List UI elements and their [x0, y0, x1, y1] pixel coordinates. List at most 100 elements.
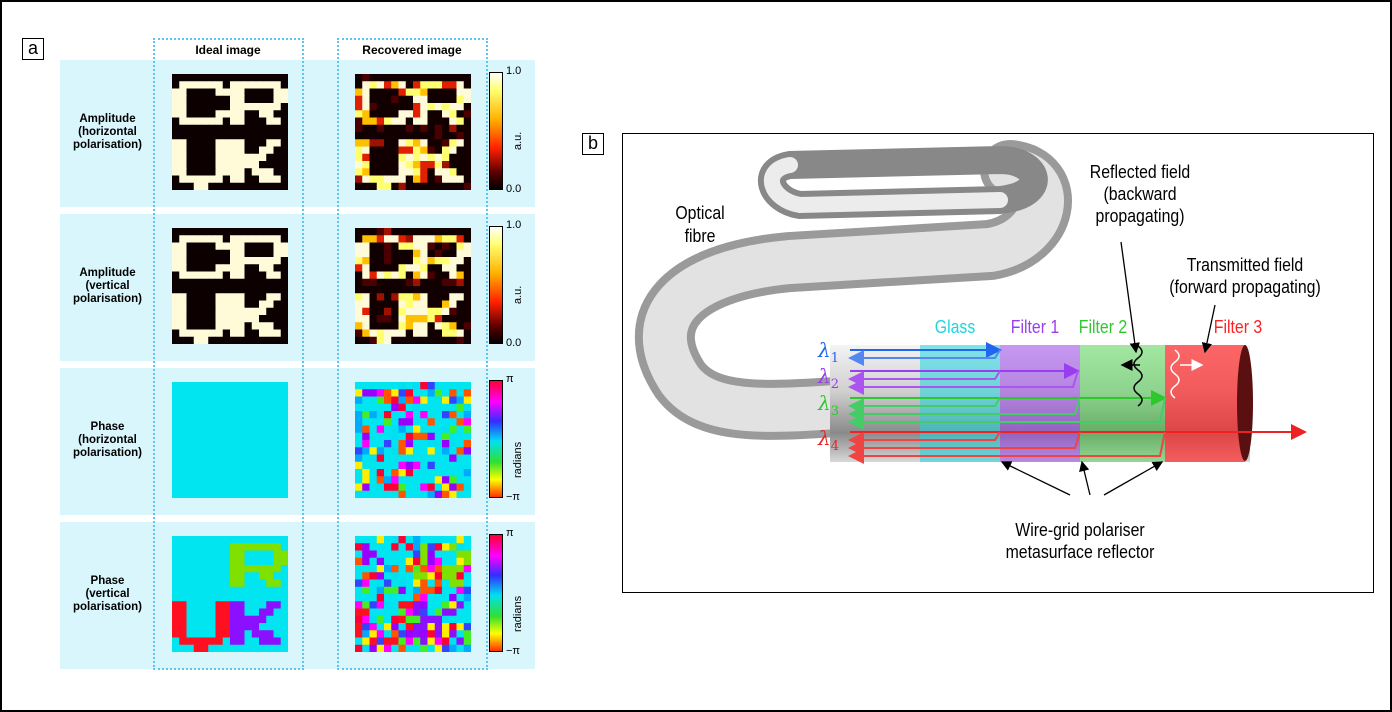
row-label-line: (horizontal [78, 126, 137, 138]
image-pixel [201, 139, 209, 147]
image-pixel [413, 139, 421, 147]
image-pixel [442, 403, 450, 412]
image-pixel [384, 307, 392, 316]
image-pixel [179, 615, 187, 624]
lambda-index: 1 [830, 351, 839, 366]
image-pixel [362, 601, 370, 609]
image-pixel [384, 536, 392, 544]
panel-a-label: a [22, 38, 44, 60]
image-pixel [442, 264, 450, 272]
image-pixel [215, 175, 224, 184]
image-pixel [413, 168, 421, 176]
image-pixel [230, 550, 238, 559]
image-pixel [222, 623, 231, 631]
image-pixel [398, 579, 407, 588]
image-pixel [244, 300, 253, 309]
image-pixel [230, 630, 238, 638]
image-pixel [280, 644, 288, 652]
image-pixel [259, 124, 267, 133]
image-pixel [186, 278, 195, 287]
image-pixel [266, 557, 274, 566]
annotation-leaders [1000, 241, 1216, 496]
image-pixel [413, 271, 421, 280]
image-pixel [413, 95, 421, 104]
image-pixel [369, 447, 378, 455]
image-pixel [186, 235, 195, 243]
image-pixel [179, 579, 187, 588]
image-pixel [251, 476, 260, 484]
image-pixel [266, 608, 274, 617]
image-pixel [193, 396, 202, 405]
image-pixel [237, 117, 245, 126]
image-pixel [434, 271, 443, 280]
image-pixel [391, 228, 399, 236]
image-pixel [391, 389, 399, 397]
image-pixel [355, 146, 363, 155]
image-pixel [230, 257, 238, 265]
image-pixel [420, 117, 428, 126]
image-pixel [208, 168, 216, 176]
image-pixel [427, 264, 436, 272]
image-pixel [222, 403, 231, 412]
image-pixel [179, 286, 187, 294]
image-pixel [442, 146, 450, 155]
image-pixel [201, 490, 209, 498]
image-pixel [405, 182, 414, 190]
image-pixel [384, 432, 392, 441]
image-pixel [391, 557, 399, 566]
image-pixel [186, 418, 195, 426]
ideal-image [172, 228, 288, 344]
image-pixel [266, 103, 274, 111]
image-pixel [222, 278, 231, 287]
image-pixel [391, 168, 399, 176]
image-pixel [405, 630, 414, 638]
image-pixel [186, 637, 195, 646]
image-pixel [442, 110, 450, 118]
image-pixel [456, 300, 465, 309]
image-pixel [259, 300, 267, 309]
image-pixel [427, 418, 436, 426]
image-pixel [463, 536, 471, 544]
image-pixel [362, 315, 370, 323]
image-pixel [391, 153, 399, 162]
image-pixel [463, 286, 471, 294]
image-pixel [434, 440, 443, 448]
image-pixel [266, 382, 274, 390]
image-pixel [434, 637, 443, 646]
wavelength-label-2: λ2 [818, 364, 839, 392]
image-pixel [186, 432, 195, 441]
image-pixel [391, 432, 399, 441]
image-pixel [273, 483, 282, 492]
image-pixel [463, 249, 471, 258]
image-pixel [222, 175, 231, 184]
image-pixel [405, 483, 414, 492]
image-pixel [280, 623, 288, 631]
image-pixel [237, 315, 245, 323]
image-pixel [230, 565, 238, 573]
image-pixel [362, 278, 370, 287]
image-pixel [456, 168, 465, 176]
image-pixel [391, 235, 399, 243]
image-pixel [405, 637, 414, 646]
colorbar [489, 380, 503, 498]
image-pixel [251, 454, 260, 463]
image-pixel [215, 336, 224, 344]
image-pixel [398, 322, 407, 330]
image-pixel [222, 432, 231, 441]
image-pixel [186, 315, 195, 323]
image-pixel [376, 550, 385, 559]
image-pixel [391, 543, 399, 551]
image-pixel [420, 307, 428, 316]
image-pixel [201, 300, 209, 309]
image-pixel [434, 461, 443, 470]
image-pixel [413, 132, 421, 140]
image-pixel [420, 630, 428, 638]
image-pixel [442, 278, 450, 287]
image-pixel [237, 322, 245, 330]
image-pixel [376, 483, 385, 492]
image-pixel [369, 161, 378, 169]
image-pixel [201, 637, 209, 646]
image-pixel [222, 242, 231, 251]
image-pixel [193, 124, 202, 133]
image-pixel [355, 132, 363, 140]
